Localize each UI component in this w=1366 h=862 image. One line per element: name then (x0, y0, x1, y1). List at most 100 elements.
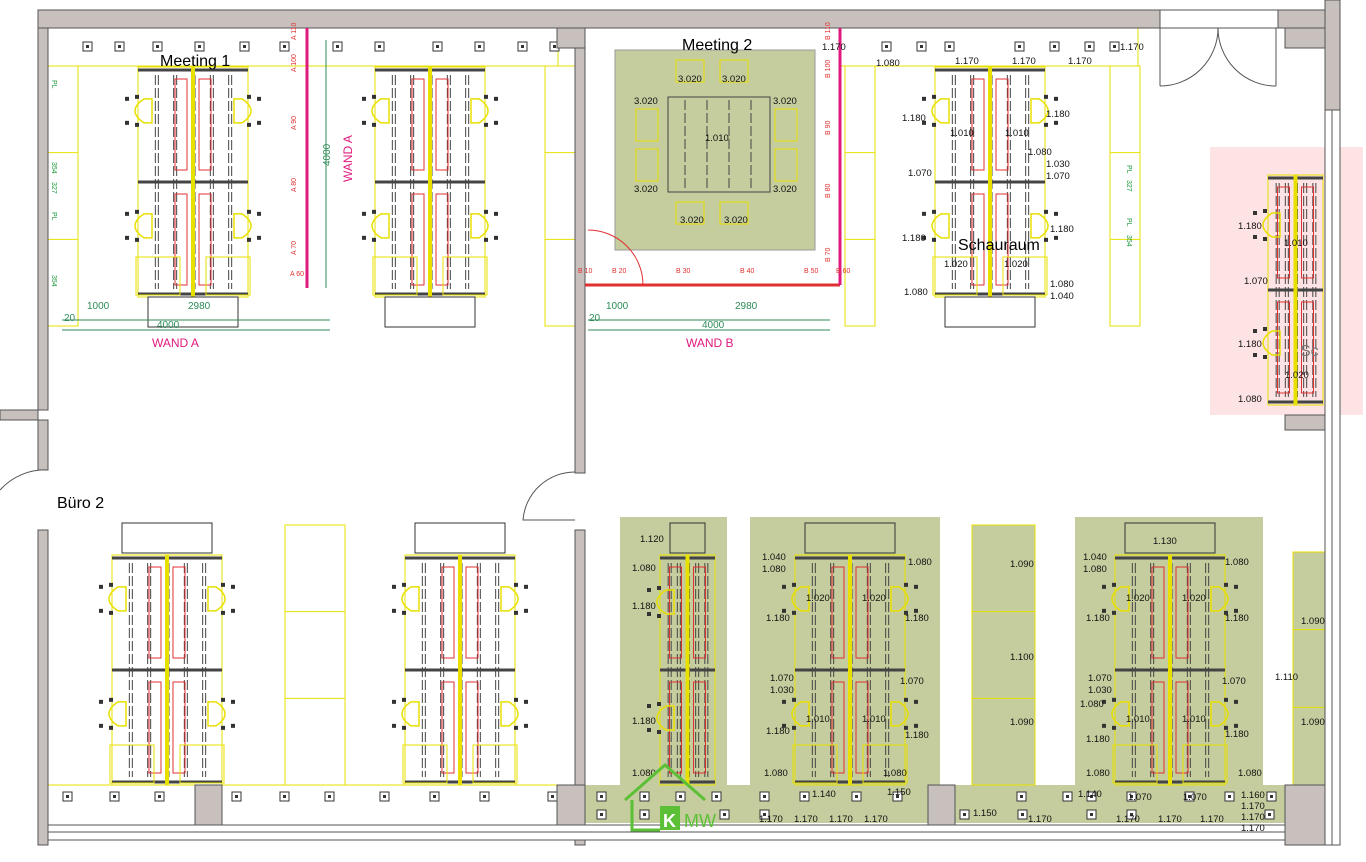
article-number: 1.010 (950, 128, 974, 139)
article-number: 1.080 (632, 768, 656, 779)
article-number: 1.180 (766, 613, 790, 624)
chair-caster (372, 94, 376, 99)
floor-socket-dot (1130, 795, 1133, 798)
article-number: 1.170 (1241, 801, 1265, 812)
article-number: 1.070 (770, 673, 794, 684)
chair-caster (782, 584, 786, 589)
article-number: 1.080 (632, 563, 656, 574)
article-number: 1.070 (1128, 792, 1152, 803)
chair-caster (135, 94, 139, 99)
floor-socket-dot (1090, 813, 1093, 816)
chair-caster (1112, 697, 1116, 702)
room-label-buero-2: Büro 2 (57, 495, 104, 512)
desk-extension (944, 296, 1036, 328)
article-number: 1.170 (1012, 56, 1036, 67)
chair-caster (524, 699, 528, 704)
chair-caster (1263, 209, 1267, 213)
chair-caster (257, 235, 261, 240)
article-number: 1.090 (1010, 559, 1034, 570)
chair-caster (1112, 582, 1116, 587)
article-number: 1.180 (632, 601, 656, 612)
floor-socket-dot (1020, 795, 1023, 798)
wall-pillar (556, 27, 586, 49)
floor-socket-dot (920, 45, 923, 48)
office-chair-icon (233, 213, 252, 239)
article-number: 1.080 (1083, 564, 1107, 575)
chair-caster (392, 584, 396, 589)
meeting-chair-icon (635, 148, 659, 182)
floor-socket-dot (118, 45, 121, 48)
chair-caster (914, 608, 918, 613)
floor-socket-dot (86, 45, 89, 48)
article-number: 1.080 (908, 557, 932, 568)
desk-extension (384, 296, 476, 328)
chair-caster (484, 122, 488, 127)
article-number: 1.170 (1028, 814, 1052, 825)
chair-caster (231, 723, 235, 728)
article-number: 1.170 (759, 814, 783, 825)
article-number: 1.180 (1086, 613, 1110, 624)
article-number: 1.010 (1284, 238, 1308, 249)
meeting-2-area (614, 49, 816, 251)
floor-socket-dot (235, 795, 238, 798)
floor-socket-dot (855, 795, 858, 798)
chair-caster (1044, 237, 1048, 242)
pedestal (205, 256, 251, 296)
chair-caster (221, 610, 225, 615)
chair-caster (1044, 122, 1048, 127)
article-number: 3.020 (773, 96, 797, 107)
door-arc-meeting-2 (587, 229, 644, 286)
cable-tray (174, 193, 188, 286)
article-number: 1.020 (862, 593, 886, 604)
cable-tray (855, 566, 869, 659)
cable-tray (1151, 566, 1165, 659)
office-chair-icon (470, 213, 489, 239)
floor-socket-dot (963, 813, 966, 816)
pedestal (109, 744, 155, 784)
office-chair-icon (207, 701, 226, 727)
cabinet-strip (47, 784, 558, 826)
chair-caster (1044, 209, 1048, 214)
cabinet-label: 327 (1125, 180, 1132, 192)
chair-caster (1102, 723, 1106, 728)
chair-caster (1054, 235, 1058, 240)
chair-caster (932, 94, 936, 99)
article-number: 1.090 (1301, 616, 1325, 627)
article-number: 1.010 (1005, 128, 1029, 139)
office-chair-icon (1111, 586, 1130, 612)
green-area (1293, 552, 1330, 785)
article-number: 1.120 (640, 534, 664, 545)
article-number: 1.010 (806, 714, 830, 725)
chair-caster (1224, 725, 1228, 730)
pedestal (1182, 744, 1228, 784)
wall-pillar (556, 784, 586, 826)
office-chair-icon (890, 701, 909, 727)
wall-tag: B 50 (804, 268, 819, 275)
office-chair-icon (470, 98, 489, 124)
office-chair-icon (401, 701, 420, 727)
office-chair-icon (500, 586, 519, 612)
kmw-logo: K MW (624, 763, 716, 832)
office-chair-icon (371, 98, 390, 124)
article-number: 1.010 (862, 714, 886, 725)
article-number: 1.170 (1068, 56, 1092, 67)
dimension-a-1000: 1000 (87, 301, 110, 312)
meeting-chair-icon (719, 59, 749, 83)
chair-caster (125, 235, 129, 240)
article-number: 1.070 (1088, 673, 1112, 684)
article-number: 1.080 (876, 58, 900, 69)
floor-socket-dot (1188, 795, 1191, 798)
chair-caster (657, 730, 661, 734)
article-number: 1.170 (1241, 823, 1265, 834)
chair-caster (372, 122, 376, 127)
office-chair-icon (791, 586, 810, 612)
cable-tray (971, 78, 985, 171)
side-cabinet (47, 65, 79, 327)
chair-caster (932, 237, 936, 242)
cable-tray (435, 193, 449, 286)
meeting-chair-icon (675, 201, 705, 225)
chair-caster (1102, 699, 1106, 704)
chair-caster (392, 608, 396, 613)
wall-label-wand-a-vertical: WAND A (341, 135, 355, 182)
office-chair-icon (1030, 98, 1049, 124)
